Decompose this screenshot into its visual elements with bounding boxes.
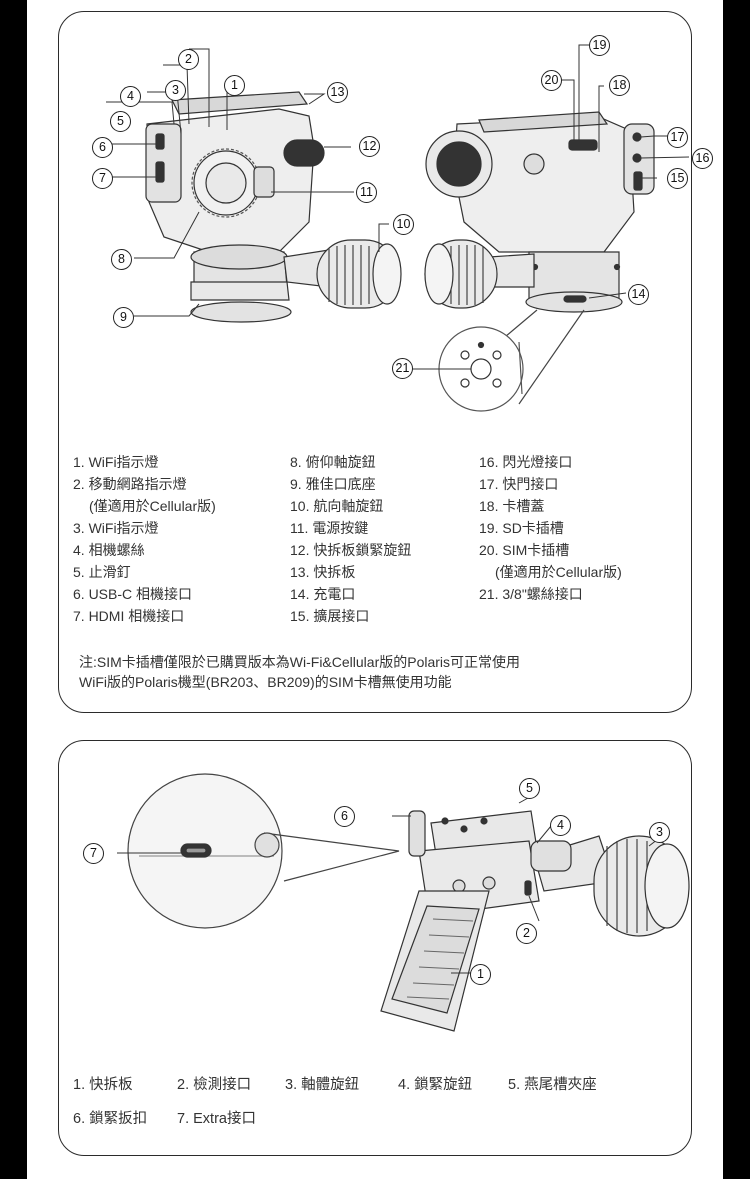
product-diagram-page: 1 2 3 4 5 6 7 8 9 10 11 12 13 14 15 16 1… (27, 0, 723, 1179)
note-line-1: 注:SIM卡插槽僅限於已購買版本為Wi-Fi&Cellular版的Polaris… (79, 654, 521, 670)
legend-item: 9. 雅佳口底座 (290, 476, 376, 492)
legend-item: 21. 3/8"螺絲接口 (479, 586, 583, 602)
callout-21: 21 (392, 358, 413, 379)
callout-16: 16 (692, 148, 713, 169)
callout-9: 9 (113, 307, 134, 328)
legend-item: 20. SIM卡插槽 (479, 542, 570, 558)
extra-port-zoom (127, 773, 400, 929)
top-diagram-panel: 1 2 3 4 5 6 7 8 9 10 11 12 13 14 15 16 1… (58, 11, 713, 713)
legend-item: 13. 快拆板 (290, 564, 356, 580)
legend-item: 4. 鎖緊旋鈕 (398, 1077, 473, 1093)
bottom-diagram-panel: 1 2 3 4 5 6 7 1. 快拆板 2. 檢測接口 3. 軸體旋鈕 4. … (58, 740, 692, 1156)
legend-item: 11. 電源按鍵 (290, 520, 369, 536)
legend-item: 7. Extra接口 (177, 1111, 256, 1127)
legend-item: 4. 相機螺絲 (73, 542, 145, 558)
legend-item: 15. 擴展接口 (290, 608, 370, 624)
callout-7: 7 (83, 843, 104, 864)
accessory-illustration (117, 773, 690, 1032)
note-line-2: WiFi版的Polaris機型(BR203、BR209)的SIM卡槽無使用功能 (79, 674, 452, 690)
sim-note: 注:SIM卡插槽僅限於已購買版本為Wi-Fi&Cellular版的Polaris… (79, 652, 520, 692)
legend-item: 14. 充電口 (290, 586, 356, 602)
gimbal-left-view (145, 91, 402, 323)
callout-7: 7 (92, 168, 113, 189)
legend-item: 16. 閃光燈接口 (479, 454, 573, 470)
callout-8: 8 (111, 249, 132, 270)
legend-item: 19. SD卡插槽 (479, 520, 564, 536)
legend-item: 5. 止滑釘 (73, 564, 131, 580)
screw-mount-zoom (438, 309, 585, 412)
callout-4: 4 (120, 86, 141, 107)
callout-19: 19 (589, 35, 610, 56)
legend-item: 18. 卡槽蓋 (479, 498, 545, 514)
legend-item: (僅適用於Cellular版) (89, 498, 216, 514)
callout-11: 11 (356, 182, 377, 203)
callout-20: 20 (541, 70, 562, 91)
callout-10: 10 (393, 214, 414, 235)
legend-item: 3. WiFi指示燈 (73, 520, 159, 536)
callout-5: 5 (110, 111, 131, 132)
legend-item: 6. 鎖緊扳扣 (73, 1111, 148, 1127)
handle-accessory (380, 810, 690, 1032)
legend-item: 8. 俯仰軸旋鈕 (290, 454, 376, 470)
callout-2: 2 (516, 923, 537, 944)
legend-item: 3. 軸體旋鈕 (285, 1077, 360, 1093)
callout-4: 4 (550, 815, 571, 836)
legend-item: 17. 快門接口 (479, 476, 559, 492)
legend-item: 2. 移動網路指示燈 (73, 476, 187, 492)
callout-1: 1 (224, 75, 245, 96)
callout-13: 13 (327, 82, 348, 103)
callout-14: 14 (628, 284, 649, 305)
legend-item: 7. HDMI 相機接口 (73, 608, 185, 624)
callout-18: 18 (609, 75, 630, 96)
callout-3: 3 (649, 822, 670, 843)
legend-item: 6. USB-C 相機接口 (73, 586, 193, 602)
callout-6: 6 (334, 806, 355, 827)
callout-15: 15 (667, 168, 688, 189)
legend-item: 1. WiFi指示燈 (73, 454, 159, 470)
legend-item: (僅適用於Cellular版) (495, 564, 622, 580)
callout-6: 6 (92, 137, 113, 158)
legend-column-1: 1. WiFi指示燈 2. 移動網路指示燈 (僅適用於Cellular版) 3.… (73, 451, 216, 627)
legend-column-3: 16. 閃光燈接口 17. 快門接口 18. 卡槽蓋 19. SD卡插槽 20.… (479, 451, 622, 605)
callout-12: 12 (359, 136, 380, 157)
legend-item: 12. 快拆板鎖緊旋鈕 (290, 542, 412, 558)
legend-item: 10. 航向軸旋鈕 (290, 498, 384, 514)
legend-item: 2. 檢測接口 (177, 1077, 252, 1093)
legend-column-2: 8. 俯仰軸旋鈕 9. 雅佳口底座 10. 航向軸旋鈕 11. 電源按鍵 12.… (290, 451, 411, 627)
gimbal-illustration (97, 44, 690, 412)
callout-17: 17 (667, 127, 688, 148)
callout-2: 2 (178, 49, 199, 70)
gimbal-right-view (424, 111, 655, 313)
callout-3: 3 (165, 80, 186, 101)
callout-1: 1 (470, 964, 491, 985)
legend-item: 1. 快拆板 (73, 1077, 133, 1093)
legend-item: 5. 燕尾槽夾座 (508, 1077, 597, 1093)
callout-5: 5 (519, 778, 540, 799)
